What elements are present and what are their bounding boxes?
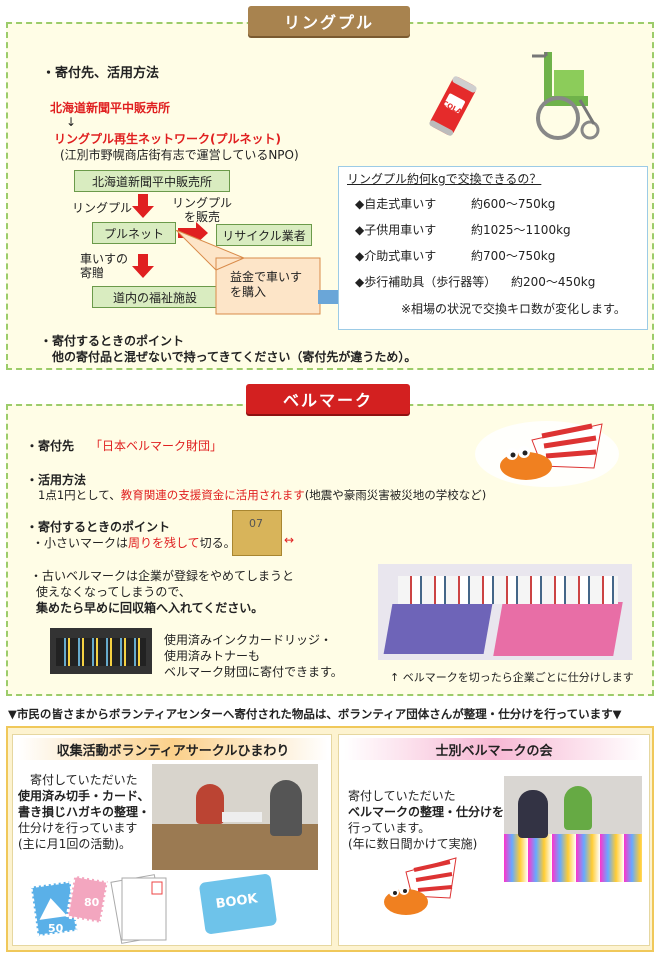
info-item-2-name: ◆子供用車いす	[355, 223, 437, 237]
stamp-value-2: 80	[84, 896, 100, 909]
info-note: ※相場の状況で交換キロ数が変化します。	[401, 302, 626, 316]
flow-label-sell: リングプル を販売	[172, 196, 233, 224]
bellmark-title: ベルマーク	[246, 384, 410, 414]
pulltab-point-text: 他の寄付品と混ぜないで持ってきてください（寄付先が違うため）。	[52, 350, 417, 364]
flow-callout-text: 益金で車いす を購入	[230, 270, 303, 299]
bellmark-dest-value: 「日本ベルマーク財団」	[90, 439, 223, 453]
circle1-line2: 使用済み切手・カード、	[18, 789, 150, 803]
bellmark-point-small: ・小さいマークは周りを残して切る。	[32, 536, 236, 550]
volunteer-notice: ▼市民の皆さまからボランティアセンターへ寄付された物品は、ボランティア団体さんが…	[8, 707, 622, 721]
circle2-crab-mascot-icon	[384, 857, 457, 915]
bellmark-dest-label: ・寄付先	[26, 439, 75, 453]
circle2-line4: (年に数日間かけて実施)	[348, 837, 478, 851]
info-item-4-name: ◆歩行補助具（歩行器等）	[355, 275, 497, 289]
pulltab-down-arrow: ↓	[66, 115, 77, 129]
bellmark-point-title: ・寄付するときのポイント	[26, 520, 171, 534]
pulltab-info-box: リングプル約何kgで交換できるの？ ◆自走式車いす 約600～750kg ◆子供…	[338, 166, 648, 330]
flow-red-arrow-down-1	[132, 194, 154, 218]
info-title: リングプル約何kgで交換できるの？	[347, 172, 542, 186]
wheelchair-icon	[532, 52, 600, 140]
flow-box-net: プルネット	[92, 222, 176, 244]
pulltab-network: リングプル再生ネットワーク(プルネット)	[54, 132, 281, 146]
pulltab-point-title: ・寄付するときのポイント	[40, 334, 185, 348]
pulltab-network-note: (江別市野幌商店街有志で運営しているNPO)	[60, 148, 299, 162]
circle1-line3: 書き損じハガキの整理・	[18, 805, 151, 819]
circle2-line2: ベルマークの整理・仕分けを	[348, 805, 505, 819]
bellmark-cut-photo: 07	[232, 510, 282, 556]
postcard-icon	[110, 874, 167, 944]
bellmark-old-2: 使えなくなってしまうので、	[36, 585, 191, 599]
circle1-line1: 寄付していただいた	[30, 773, 138, 787]
flow-label-pulltab: リングプル	[72, 201, 133, 215]
circle1-title: 収集活動ボランティアサークルひまわり	[18, 738, 328, 760]
bellmark-ink-2: 使用済みトナーも	[164, 649, 261, 663]
info-item-1-name: ◆自走式車いす	[355, 197, 437, 211]
circle1-line4: 仕分けを行っています	[18, 821, 138, 835]
bellmark-ink-1: 使用済みインクカードリッジ・	[164, 633, 333, 647]
flow-red-arrow-right	[178, 222, 208, 244]
ink-cartridge-photo	[50, 628, 152, 674]
soda-can-icon: COLA	[429, 76, 477, 136]
book-icon: BOOK	[198, 873, 278, 935]
stamps-icon: 50 80	[29, 873, 110, 938]
circle2-line3: 行っています。	[348, 821, 431, 835]
info-item-3-val: 約700～750kg	[471, 249, 556, 263]
bellmark-use-label: ・活用方法	[26, 473, 87, 487]
circle1-photo	[152, 764, 318, 870]
flow-box-shop: 北海道新聞平中販売所	[74, 170, 230, 192]
circle2-title: 士別ベルマークの会	[344, 738, 644, 760]
book-label: BOOK	[214, 891, 259, 913]
info-item-1-val: 約600～750kg	[471, 197, 556, 211]
pulltab-donor: 北海道新聞平中販売所	[50, 101, 171, 115]
cut-arrow: ↔	[284, 533, 295, 547]
bellmark-crab-mascot-icon	[475, 421, 619, 487]
info-item-3-name: ◆介助式車いす	[355, 249, 437, 263]
info-item-2-val: 約1025～1100kg	[471, 223, 571, 237]
flow-red-arrow-down-2	[132, 254, 154, 278]
info-item-4-val: 約200～450kg	[511, 275, 596, 289]
circle2-photo	[504, 776, 642, 882]
bellmark-sorting-photo	[378, 564, 632, 660]
pulltab-title: リングプル	[248, 6, 410, 36]
stamp-value-1: 50	[48, 922, 64, 935]
bellmark-use-text: 1点1円として、教育関連の支援資金に活用されます(地震や豪雨災害被災地の学校など…	[38, 488, 487, 502]
flow-callout-shape	[175, 230, 321, 315]
bellmark-caption: ↑ ベルマークを切ったら企業ごとに仕分けします	[390, 671, 634, 684]
circle1-line5: (主に月1回の活動)。	[18, 837, 131, 851]
bellmark-mark-num: 07	[249, 517, 263, 530]
bellmark-old-1: ・古いベルマークは企業が登録をやめてしまうと	[30, 569, 295, 583]
flow-label-donate: 車いすの 寄贈	[80, 252, 129, 280]
flow-box-recycle: リサイクル業者	[216, 224, 312, 246]
pulltab-heading: ・寄付先、活用方法	[42, 66, 160, 81]
bellmark-old-3: 集めたら早めに回収箱へ入れてください。	[36, 601, 264, 615]
circle2-line1: 寄付していただいた	[348, 789, 456, 803]
bellmark-ink-3: ベルマーク財団に寄付できます。	[164, 665, 343, 679]
